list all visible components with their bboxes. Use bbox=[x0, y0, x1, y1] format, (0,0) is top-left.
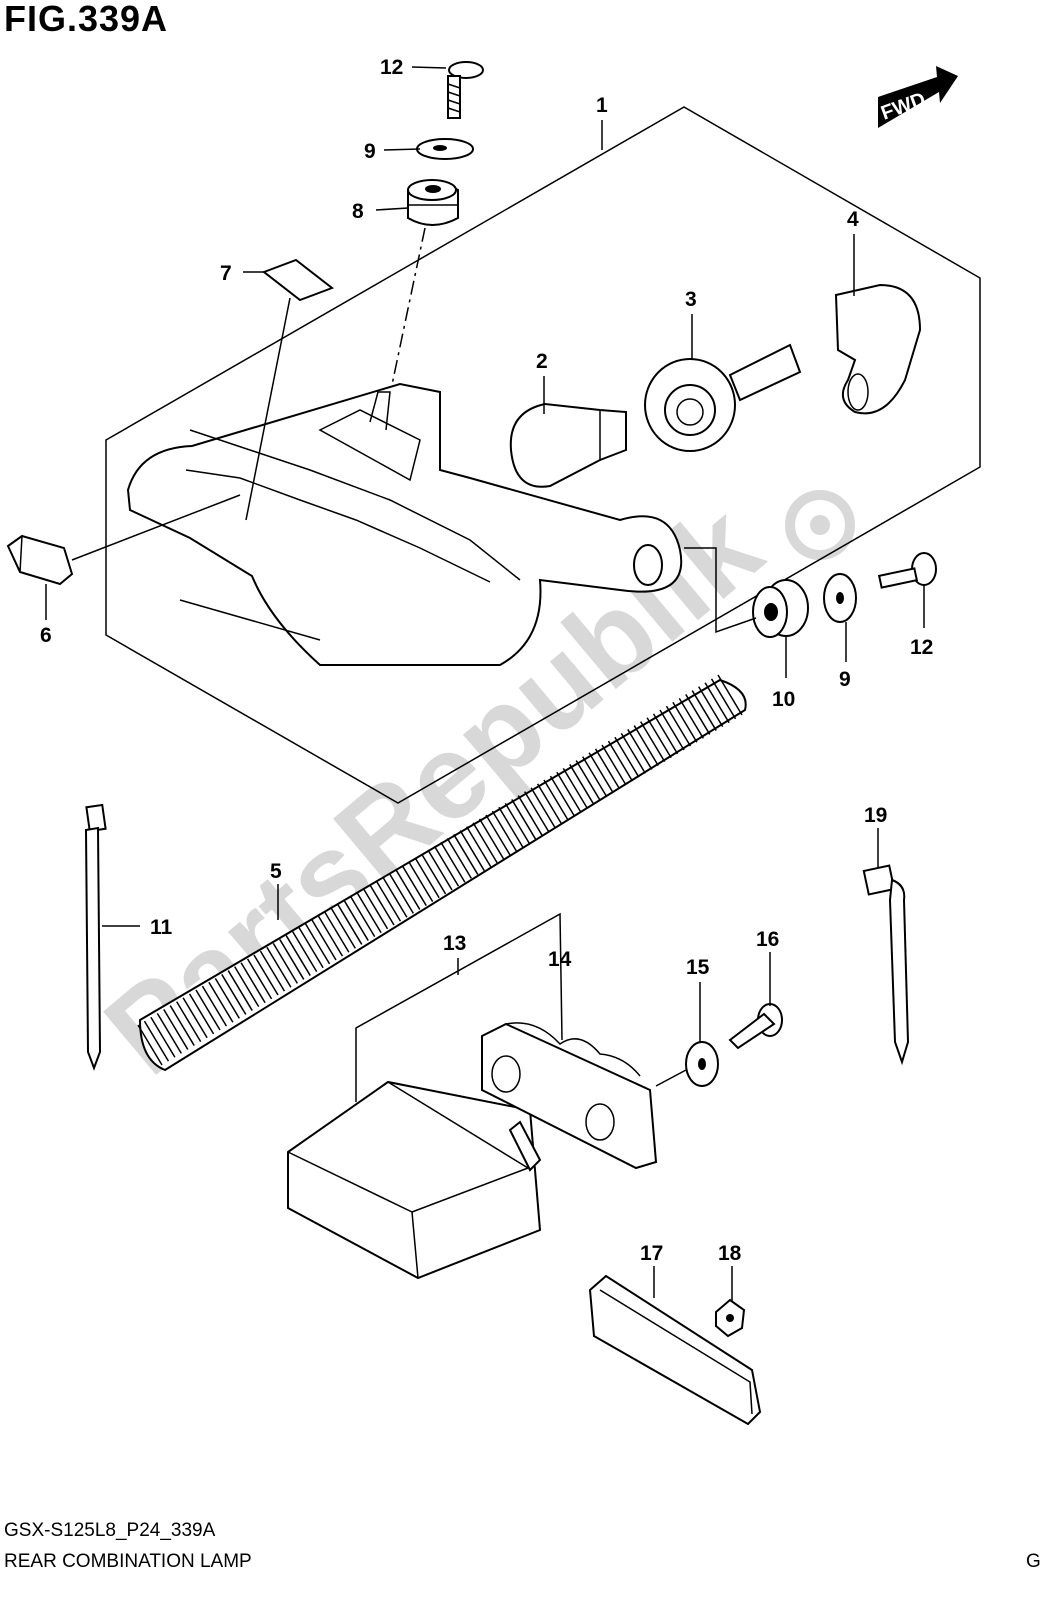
socket bbox=[644, 343, 802, 452]
callout-1: 1 bbox=[596, 94, 608, 117]
callout-11: 11 bbox=[150, 916, 173, 939]
label-sticker bbox=[261, 258, 335, 302]
wire-clamp bbox=[862, 864, 910, 1066]
callout-12-right: 12 bbox=[910, 636, 933, 659]
screw-16 bbox=[728, 1003, 783, 1050]
grommet bbox=[407, 179, 459, 226]
bulb bbox=[509, 402, 627, 488]
washer-right bbox=[823, 573, 857, 623]
callout-3: 3 bbox=[685, 288, 697, 311]
callout-8: 8 bbox=[352, 200, 364, 223]
fwd-badge: FWD bbox=[878, 66, 958, 128]
callout-12-top: 12 bbox=[380, 56, 403, 79]
callout-5: 5 bbox=[270, 860, 282, 883]
footer-letter: G bbox=[1026, 1551, 1041, 1572]
cable-tie bbox=[84, 803, 107, 1071]
callout-6: 6 bbox=[40, 624, 52, 647]
corrugated-tube bbox=[137, 674, 747, 1072]
callout-16: 16 bbox=[756, 928, 779, 951]
callout-14: 14 bbox=[548, 948, 572, 971]
leader-lines bbox=[45, 66, 925, 1302]
callout-13: 13 bbox=[443, 932, 466, 955]
assembly-boundary bbox=[105, 106, 981, 804]
nut-18 bbox=[715, 1298, 746, 1338]
tail-lamp-body bbox=[126, 382, 683, 666]
callout-7: 7 bbox=[220, 262, 232, 285]
fwd-label: FWD bbox=[878, 88, 928, 124]
callout-18: 18 bbox=[718, 1242, 742, 1265]
washer-15 bbox=[685, 1041, 719, 1087]
callout-9-right: 9 bbox=[839, 668, 851, 691]
callout-9-top: 9 bbox=[364, 140, 376, 163]
figure-title: FIG.339A bbox=[4, 0, 169, 39]
callout-17: 17 bbox=[640, 1242, 663, 1265]
washer-top bbox=[416, 138, 474, 160]
license-lamp bbox=[287, 1080, 542, 1280]
cushion-pad bbox=[6, 534, 74, 586]
callout-15: 15 bbox=[686, 956, 710, 979]
callout-4: 4 bbox=[847, 208, 859, 231]
lamp-bracket bbox=[481, 1022, 658, 1170]
gear-icon bbox=[785, 490, 855, 560]
screw-right bbox=[877, 552, 937, 589]
screw-top bbox=[447, 61, 484, 119]
cover-cap bbox=[834, 283, 922, 415]
callouts: 12 9 8 7 1 2 3 4 6 10 9 12 19 5 11 13 14… bbox=[40, 56, 933, 1265]
callout-19: 19 bbox=[864, 804, 887, 827]
footer-name: REAR COMBINATION LAMP bbox=[4, 1551, 252, 1572]
callout-2: 2 bbox=[536, 350, 548, 373]
arrow-icon bbox=[878, 66, 958, 128]
reflector bbox=[588, 1274, 762, 1426]
callout-10: 10 bbox=[772, 688, 795, 711]
footer-code: GSX-S125L8_P24_339A bbox=[4, 1520, 216, 1541]
